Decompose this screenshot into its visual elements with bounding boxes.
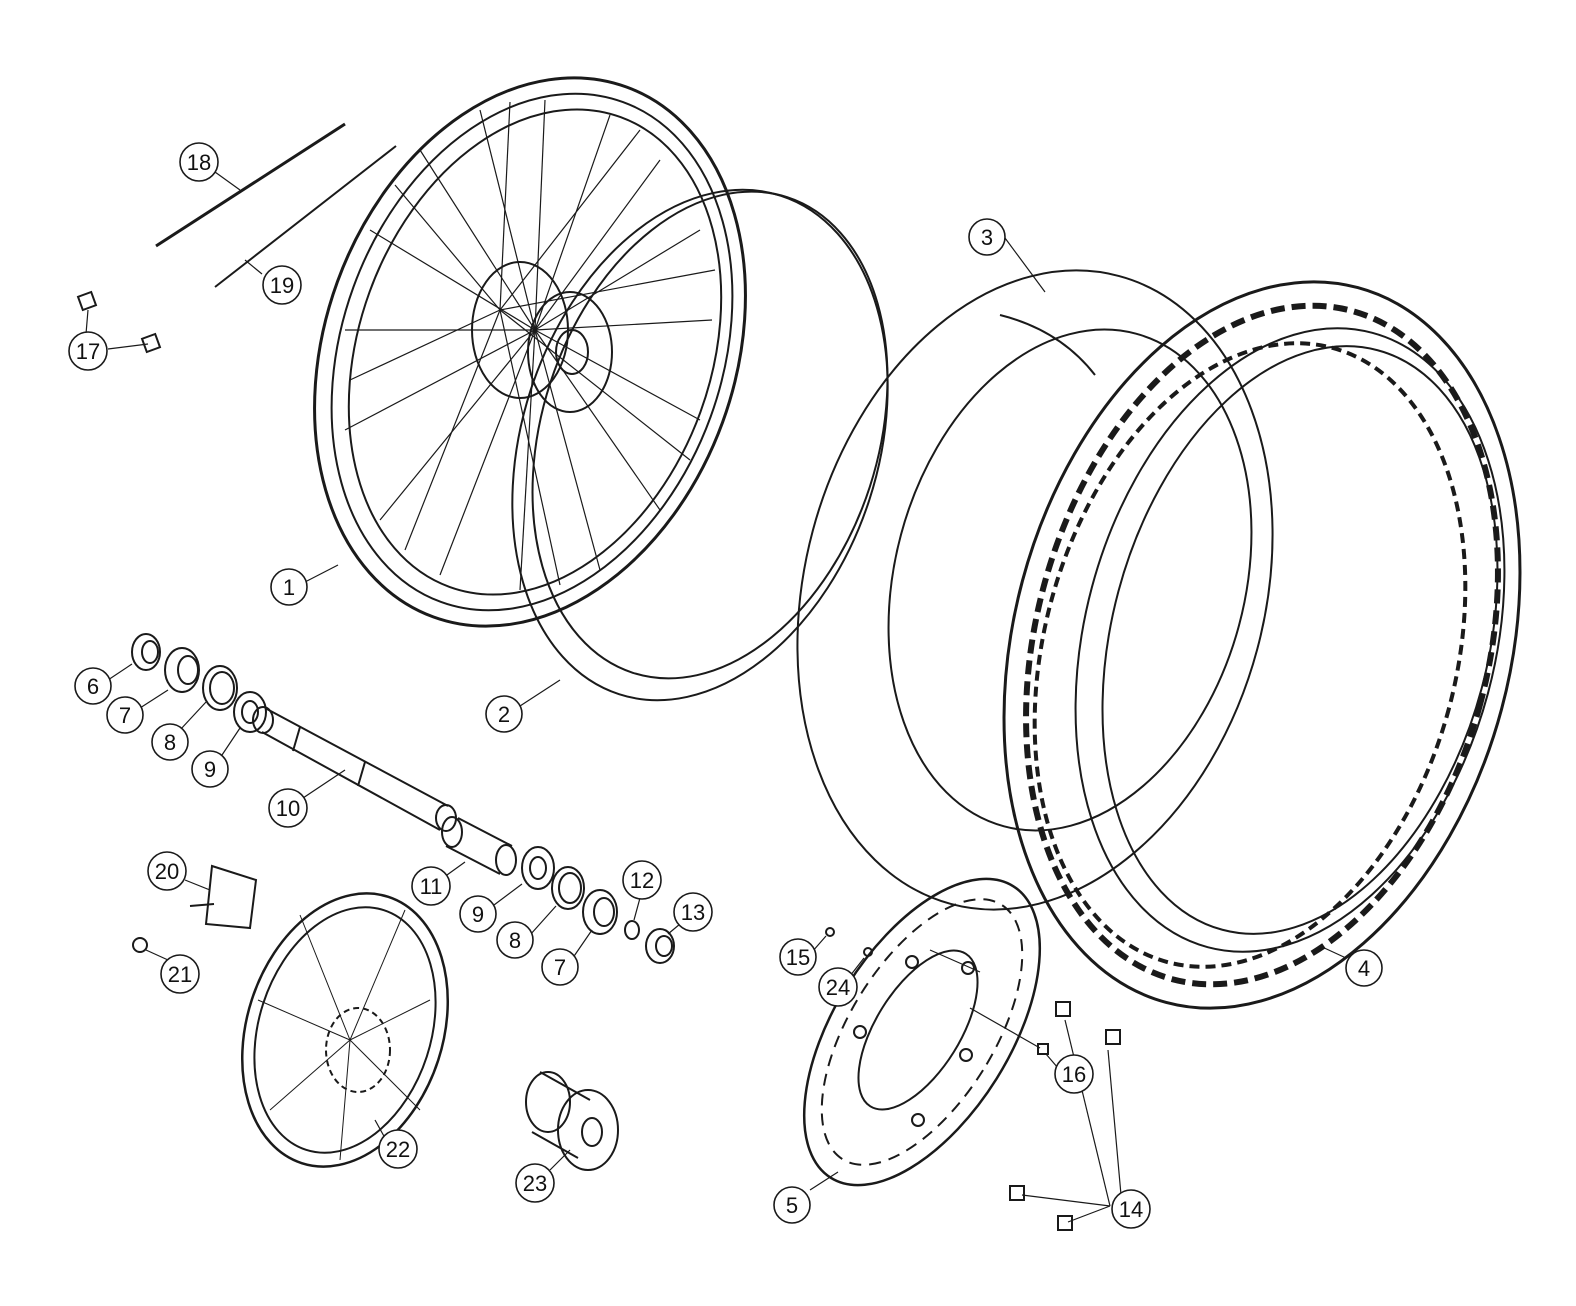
part-9-bearing-left [233,691,267,733]
part-1-wheel-rim [313,76,747,628]
svg-text:9: 9 [472,902,484,927]
svg-text:8: 8 [164,730,176,755]
svg-text:3: 3 [981,225,993,250]
svg-text:22: 22 [386,1137,410,1162]
svg-text:14: 14 [1119,1197,1143,1222]
svg-text:15: 15 [786,945,810,970]
callout-20: 20 [147,851,187,891]
callout-22: 22 [378,1129,418,1169]
svg-text:7: 7 [119,703,131,728]
callout-6: 6 [74,667,112,705]
svg-text:10: 10 [276,796,300,821]
callout-13: 13 [673,892,713,932]
part-7-spacer-left [164,647,200,693]
part-24-washer [863,947,873,957]
part-23-hub [525,1071,619,1171]
part-10-axle [252,706,457,832]
callout-15: 15 [779,938,817,976]
callout-14: 14 [1111,1189,1151,1229]
part-18-spoke [155,122,346,248]
svg-text:17: 17 [76,339,100,364]
part-15-bolt [825,927,835,937]
svg-text:2: 2 [498,702,510,727]
wheel-spokes [344,99,716,591]
callout-3: 3 [968,218,1006,256]
svg-text:24: 24 [826,975,850,1000]
callout-24: 24 [818,967,858,1007]
callout-2: 2 [485,695,523,733]
callout-16: 16 [1054,1054,1094,1094]
callout-4: 4 [1345,949,1383,987]
callout-1: 1 [270,568,308,606]
svg-text:8: 8 [509,928,521,953]
callout-7-right: 7 [541,948,579,986]
part-14-disc-bolts [1009,1001,1121,1231]
part-6-seal-left [131,633,161,671]
callout-8-right: 8 [496,921,534,959]
svg-text:1: 1 [283,575,295,600]
part-13-axle-nut [645,928,675,964]
callout-18: 18 [179,142,219,182]
callout-19: 19 [262,265,302,305]
svg-text:9: 9 [204,757,216,782]
callout-21: 21 [160,954,200,994]
part-9-bearing-right [521,846,555,890]
part-22-complete-wheel [240,892,450,1168]
svg-text:4: 4 [1358,956,1370,981]
callout-11: 11 [411,866,451,906]
svg-text:12: 12 [630,868,654,893]
svg-text:20: 20 [155,859,179,884]
svg-text:23: 23 [523,1171,547,1196]
part-8-ring-left [202,665,238,711]
leader-lines [85,171,1347,1223]
part-5-brake-disc [802,877,1042,1187]
svg-text:16: 16 [1062,1062,1086,1087]
callout-23: 23 [515,1163,555,1203]
callout-7: 7 [106,696,144,734]
part-7-spacer-right [582,889,618,935]
callout-17: 17 [68,331,108,371]
part-20-rim-lock [189,864,258,930]
part-12-washer [624,920,640,940]
part-2-rim-band [511,188,889,702]
svg-text:13: 13 [681,900,705,925]
part-11-spacer [441,816,517,876]
part-16-bolt [1037,1043,1049,1055]
part-3-inner-tube [796,269,1274,911]
part-4-tire [1002,280,1522,1010]
part-19-spoke [214,145,397,288]
part-8-ring-right [551,866,585,910]
svg-text:11: 11 [420,874,443,899]
svg-text:6: 6 [87,674,99,699]
part-21-nut [132,937,148,953]
svg-text:21: 21 [168,962,192,987]
part-17-spoke-nipples [76,290,162,354]
callout-5: 5 [773,1186,811,1224]
callout-9-right: 9 [459,895,497,933]
svg-text:19: 19 [270,273,294,298]
svg-text:7: 7 [554,955,566,980]
svg-text:5: 5 [786,1193,798,1218]
callout-9: 9 [191,750,229,788]
callout-8: 8 [151,723,189,761]
callout-12: 12 [622,860,662,900]
svg-text:18: 18 [187,150,211,175]
callout-10: 10 [268,788,308,828]
